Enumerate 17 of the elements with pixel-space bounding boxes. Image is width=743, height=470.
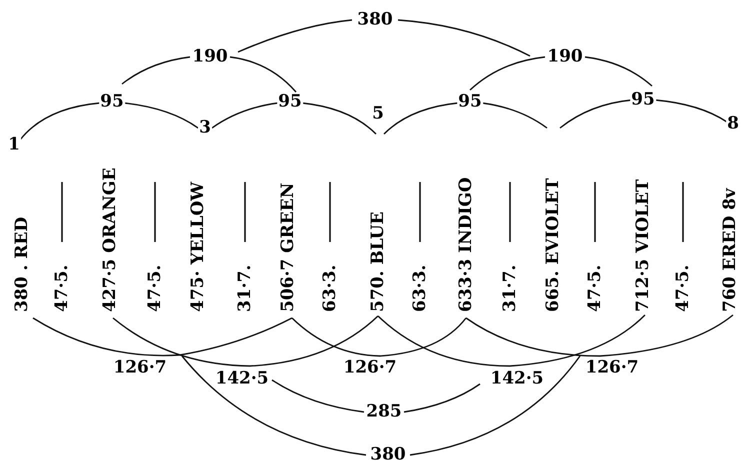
vertical-scale-label: 570. BLUE (370, 212, 386, 312)
vertical-scale-label: 380 . RED (14, 216, 30, 312)
vertical-scale-label: 475· YELLOW (190, 182, 206, 312)
vertical-scale-label: 31·7. (502, 264, 518, 312)
vertical-scale-label: 47·5. (54, 264, 70, 312)
vertical-scale-label: 63·3. (322, 264, 338, 312)
vertical-scale-label: 47·5. (674, 264, 692, 312)
vertical-scale-label: 427·5 ORANGE (102, 168, 118, 312)
vertical-scale-label: 712·5 VIOLET (634, 179, 652, 312)
vertical-scale-label: 47·5. (146, 264, 164, 312)
vertical-scale-label: 665. EVIOLET (544, 178, 562, 312)
vertical-scale-label: 506·7 GREEN (280, 182, 296, 312)
vertical-scale-label: 760 ERED 8v (722, 188, 738, 312)
vertical-scale-label: 633·3 INDIGO (458, 177, 474, 312)
vertical-scale-label: 31·7. (236, 264, 254, 312)
vertical-scale-label: 47·5. (586, 264, 604, 312)
vertical-scale-label: 63·3. (412, 264, 428, 312)
